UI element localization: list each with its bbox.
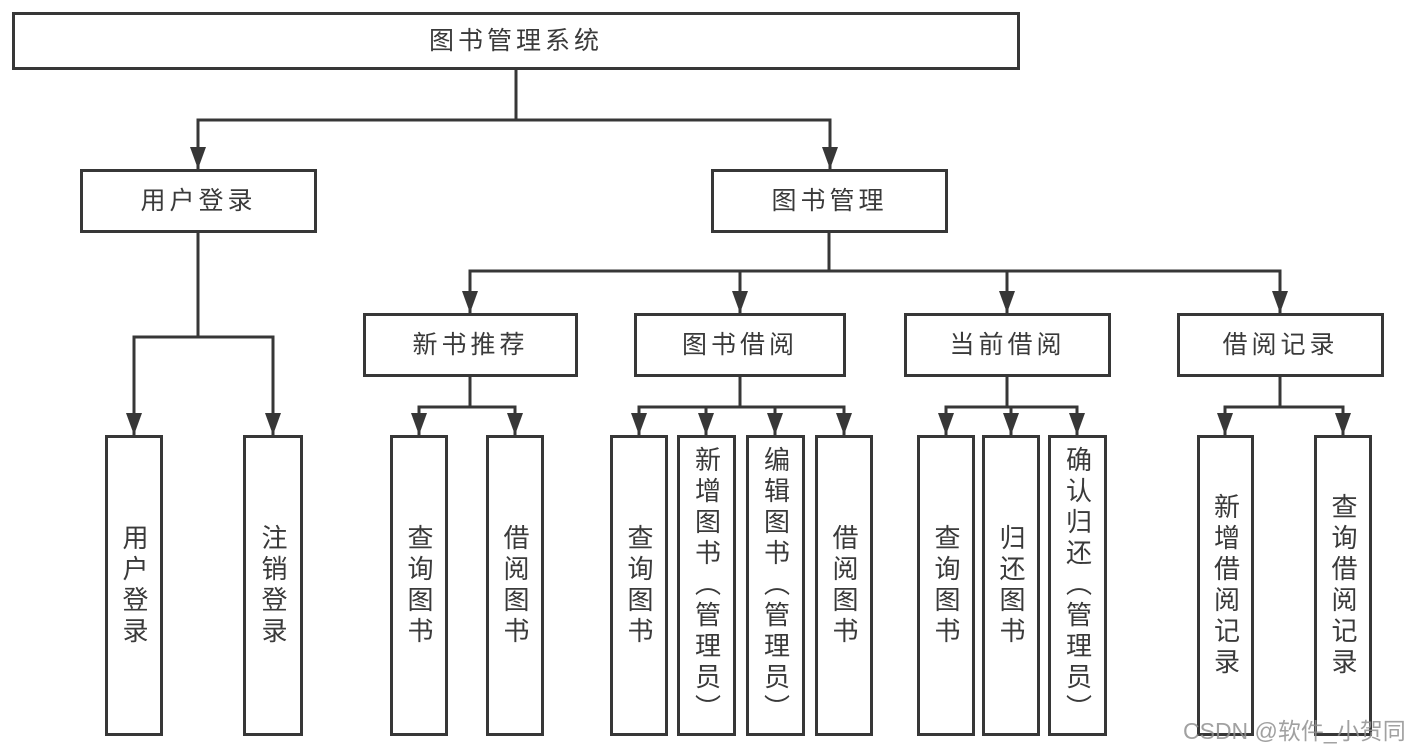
leaf-query-books-borrow: 查询图书 bbox=[610, 435, 668, 736]
node-label: 查询图书 bbox=[624, 523, 654, 648]
leaf-confirm-return-admin: 确认归还（管理员） bbox=[1048, 435, 1107, 736]
node-label: 新书推荐 bbox=[412, 330, 529, 359]
node-label: 新增借阅记录 bbox=[1210, 492, 1241, 679]
node-label: 确认归还（管理员） bbox=[1062, 446, 1093, 725]
node-label: 新增图书（管理员） bbox=[691, 446, 722, 725]
leaf-add-borrow-record: 新增借阅记录 bbox=[1197, 435, 1254, 736]
leaf-logout: 注销登录 bbox=[243, 435, 303, 736]
node-label: 查询图书 bbox=[404, 523, 434, 648]
node-current-borrowing: 当前借阅 bbox=[904, 313, 1111, 377]
leaf-add-book-admin: 新增图书（管理员） bbox=[677, 435, 736, 736]
node-library-system: 图书管理系统 bbox=[12, 12, 1020, 70]
node-label: 当前借阅 bbox=[949, 330, 1066, 359]
node-book-management: 图书管理 bbox=[711, 169, 948, 233]
node-label: 借阅记录 bbox=[1222, 330, 1339, 359]
leaf-query-books-current: 查询图书 bbox=[917, 435, 975, 736]
node-borrowing-records: 借阅记录 bbox=[1177, 313, 1384, 377]
node-label: 归还图书 bbox=[996, 523, 1026, 648]
node-label: 查询图书 bbox=[931, 523, 961, 648]
node-label: 图书借阅 bbox=[681, 330, 798, 359]
leaf-query-books-recommend: 查询图书 bbox=[390, 435, 448, 736]
node-user-login: 用户登录 bbox=[80, 169, 317, 233]
node-label: 用户登录 bbox=[119, 523, 149, 648]
node-label: 编辑图书（管理员） bbox=[760, 446, 791, 725]
node-label: 用户登录 bbox=[140, 186, 257, 215]
leaf-edit-book-admin: 编辑图书（管理员） bbox=[746, 435, 805, 736]
node-label: 查询借阅记录 bbox=[1328, 492, 1358, 679]
node-label: 图书管理 bbox=[771, 186, 888, 215]
leaf-query-borrow-record: 查询借阅记录 bbox=[1314, 435, 1372, 736]
node-label: 借阅图书 bbox=[829, 523, 859, 648]
leaf-borrow-books-recommend: 借阅图书 bbox=[486, 435, 544, 736]
csdn-watermark: CSDN @软件_小贺同学 bbox=[1183, 718, 1405, 744]
leaf-user-login: 用户登录 bbox=[105, 435, 163, 736]
leaf-borrow-books: 借阅图书 bbox=[815, 435, 873, 736]
node-book-borrowing: 图书借阅 bbox=[634, 313, 846, 377]
node-label: 图书管理系统 bbox=[428, 26, 603, 55]
node-label: 注销登录 bbox=[258, 523, 288, 648]
node-new-book-recommendation: 新书推荐 bbox=[363, 313, 578, 377]
leaf-return-books: 归还图书 bbox=[982, 435, 1040, 736]
node-label: 借阅图书 bbox=[500, 523, 530, 648]
